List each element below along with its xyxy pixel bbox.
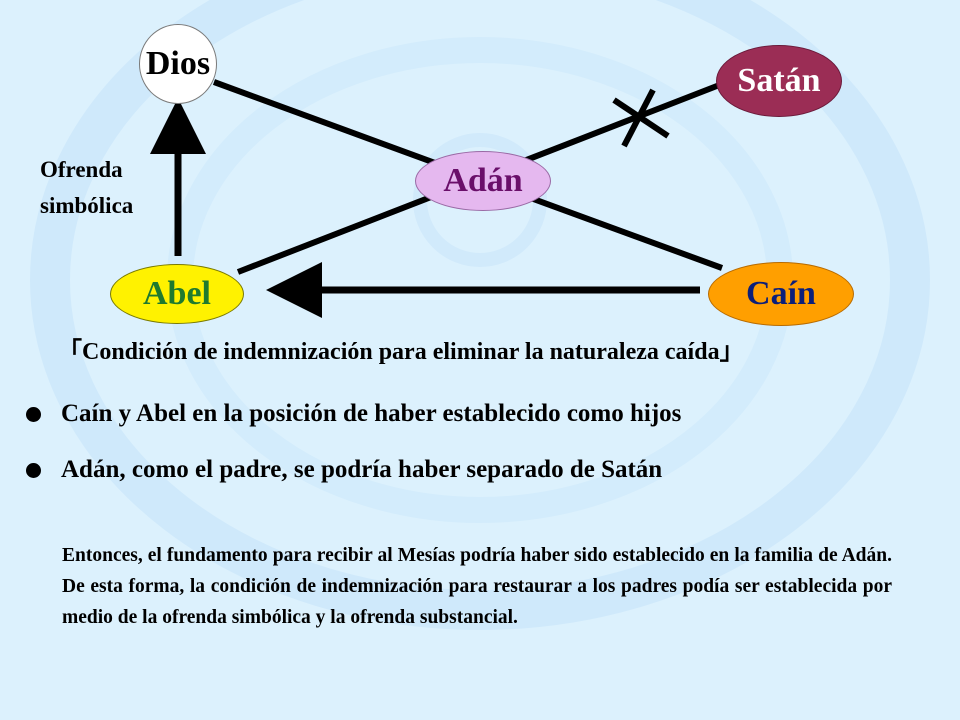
bullet-dot-icon: [26, 462, 41, 478]
node-abel: Abel: [110, 264, 244, 324]
bullet-dot-icon: [26, 406, 41, 422]
node-satan: Satán: [716, 45, 842, 117]
bullet-item: Adán, como el padre, se podría haber sep…: [22, 456, 942, 484]
explanation-paragraph: Entonces, el fundamento para recibir al …: [62, 545, 892, 628]
bullet-item: Caín y Abel en la posición de haber esta…: [22, 400, 942, 428]
node-adan: Adán: [415, 151, 551, 211]
bullet-text: Adán, como el padre, se podría haber sep…: [61, 456, 663, 483]
node-cain: Caín: [708, 262, 854, 326]
cut-mark-2: [621, 88, 656, 148]
offering-label: Ofrenda simbólica: [40, 157, 134, 218]
node-dios: Dios: [139, 24, 217, 104]
bullet-text: Caín y Abel en la posición de haber esta…: [61, 400, 682, 427]
indemnity-condition-title: 「Condición de indemnización para elimina…: [58, 339, 744, 365]
